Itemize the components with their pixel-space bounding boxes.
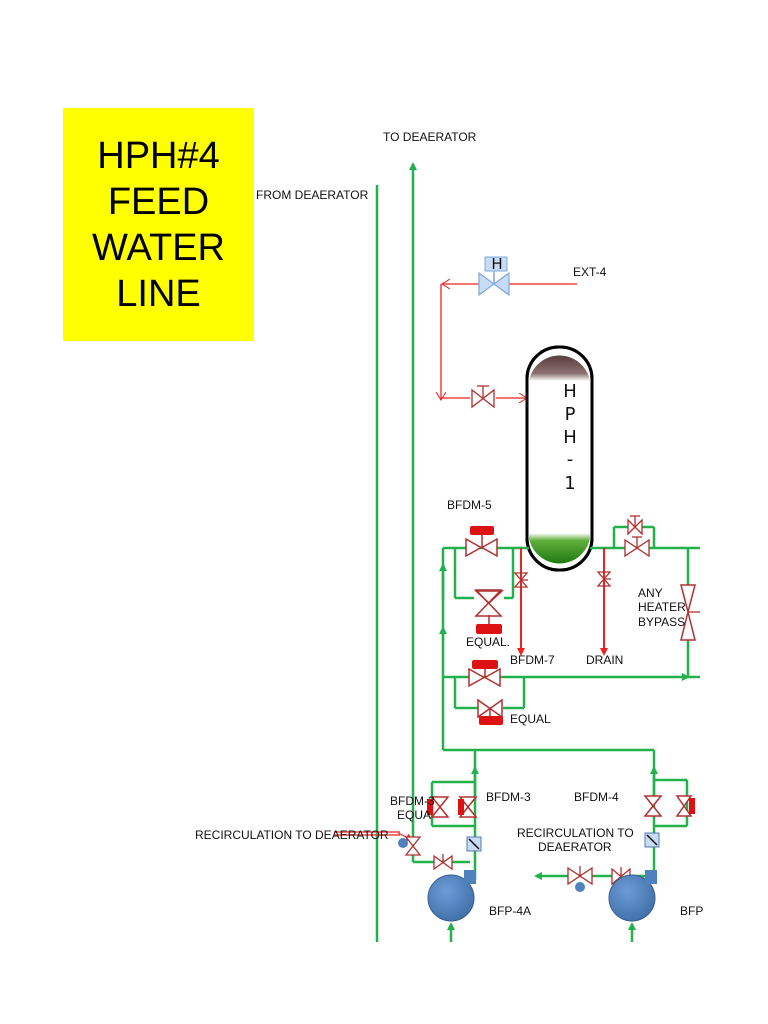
ext-4-label: EXT-4 (573, 265, 607, 279)
valve-h-label: H (491, 255, 502, 273)
equa-label: EQUA (397, 808, 431, 822)
feed-water-network (413, 525, 700, 942)
bfdm-4-label: BFDM-4 (574, 790, 619, 804)
heater-label: HEATER (638, 600, 686, 614)
bfdm-5-valve[interactable] (465, 526, 498, 558)
equal-lower-valve[interactable] (477, 698, 503, 725)
title-line-1: HPH#4 (97, 134, 220, 177)
bypass-label: BYPASS (638, 615, 685, 629)
equal-lower-label: EQUAL (510, 712, 551, 726)
bfdm-4-right-valve[interactable] (675, 795, 695, 817)
title-line-4: LINE (116, 272, 201, 315)
pump-a-discharge-valve[interactable] (433, 854, 453, 871)
bfdm-4-left-valve[interactable] (643, 795, 663, 817)
drain-label: DRAIN (586, 653, 623, 667)
hph-label-dash: - (567, 449, 574, 470)
h-actuator (484, 256, 508, 272)
middle-header-valve[interactable] (468, 660, 501, 688)
check-valve-a[interactable] (466, 836, 482, 852)
bfp-4b-pump[interactable] (608, 870, 657, 922)
equal-upper-label: EQUAL. (466, 635, 510, 649)
bfdm-7-label: BFDM-7 (510, 653, 555, 667)
title-line-3: WATER (92, 226, 225, 269)
bfp-4b-label: BFP (680, 904, 703, 918)
hph-label-p: P (565, 404, 576, 425)
recirc-left-label: RECIRCULATION TO DEAERATOR (195, 828, 389, 842)
recirc-valve-b[interactable] (567, 866, 593, 892)
extraction-gate-valve[interactable] (471, 385, 495, 409)
recirc-right-label-1: RECIRCULATION TO (517, 826, 634, 840)
drain-lines (517, 548, 608, 656)
ext4-control-valve[interactable]: H (478, 255, 510, 297)
diagram-title-box: HPH#4 FEED WATER LINE (63, 108, 254, 341)
flow-arrows (439, 563, 658, 800)
bfdm-5-label: BFDM-5 (447, 498, 492, 512)
bfdm-3-right-label: BFDM-3 (486, 790, 531, 804)
check-valve-b[interactable] (644, 832, 660, 848)
hph-1-vessel: H P H - 1 (525, 345, 594, 572)
to-deaerator-label: TO DEAERATOR (383, 130, 477, 144)
recirc-right-label-2: DEAERATOR (538, 840, 612, 854)
hph-label-h1: H (563, 381, 577, 402)
any-label: ANY (638, 586, 663, 600)
bfdm-7-drain-valve[interactable] (513, 572, 529, 588)
extraction-steam-line (441, 284, 577, 400)
bfp-4a-label: BFP-4A (489, 904, 531, 918)
hph-label-h2: H (563, 427, 577, 448)
recirc-valve-a[interactable] (398, 836, 422, 856)
from-deaerator-label: FROM DEAERATOR (256, 188, 369, 202)
hph-label-1: 1 (564, 473, 575, 494)
bfdm-3-left-valve[interactable] (427, 796, 450, 818)
equalizing-valve-top[interactable] (627, 515, 643, 536)
bfdm-3-left-label: BFDM-3 (390, 794, 435, 808)
equal-upper-valve[interactable] (474, 589, 504, 634)
bypass-isolation-valve[interactable] (624, 536, 650, 558)
bfp-4a-pump[interactable] (427, 870, 476, 922)
drain-valve[interactable] (596, 571, 612, 587)
bfdm-3-right-valve[interactable] (458, 796, 478, 818)
main-lines (375, 162, 417, 942)
title-line-2: FEED (107, 180, 210, 223)
